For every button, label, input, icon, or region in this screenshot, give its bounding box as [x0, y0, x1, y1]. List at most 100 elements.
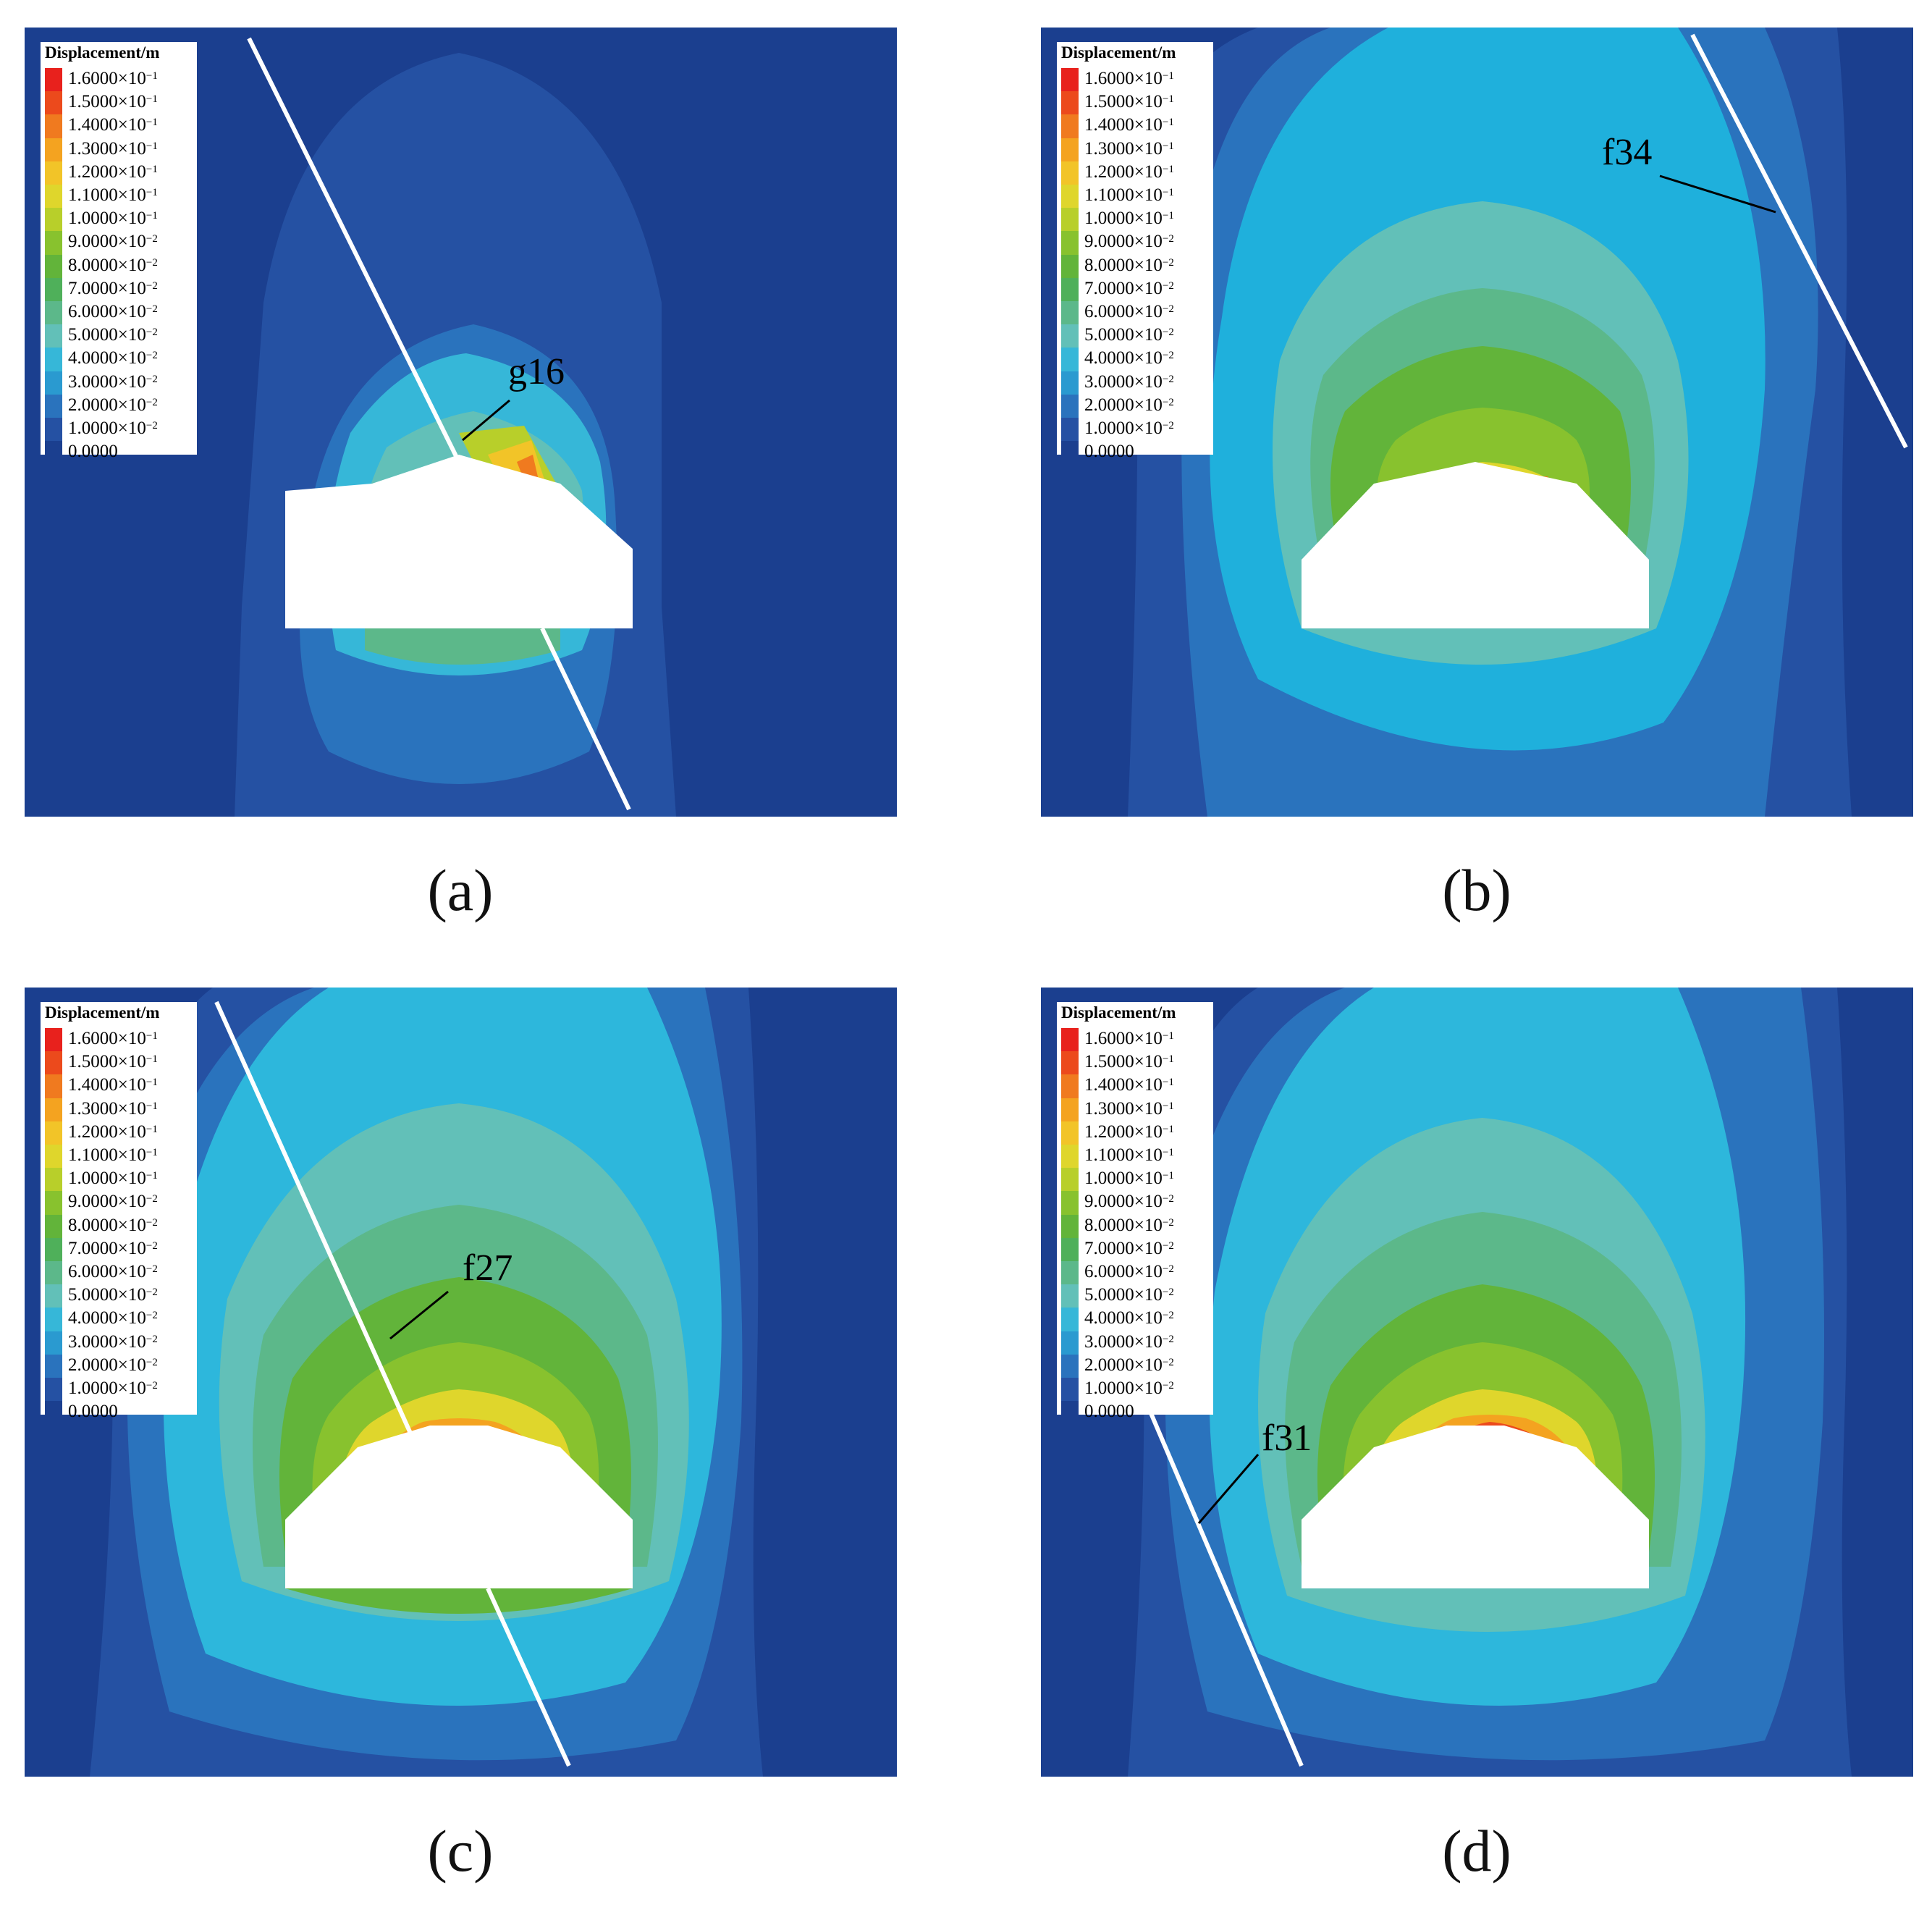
legend-swatch [1061, 1168, 1079, 1192]
legend-mantissa: 1.5000×10 [1084, 92, 1163, 112]
legend-mantissa: 1.6000×10 [1084, 1029, 1163, 1048]
legend-exponent: −1 [1162, 1077, 1174, 1089]
legend-level-label: 8.0000×10−2 [1084, 256, 1174, 274]
legend-level-label: 1.2000×10−1 [1084, 1123, 1174, 1141]
legend-level-label: 1.4000×10−1 [68, 116, 158, 134]
legend-level-label: 1.2000×10−1 [68, 1123, 158, 1141]
legend-level-label: 1.2000×10−1 [68, 163, 158, 181]
legend-level-label: 1.2000×10−1 [1084, 163, 1174, 181]
legend-swatch [45, 114, 62, 139]
legend-level-label: 1.3000×10−1 [68, 1100, 158, 1118]
legend-mantissa: 8.0000×10 [1084, 1215, 1163, 1235]
legend-swatch [45, 1214, 62, 1239]
legend-level-label: 4.0000×10−2 [68, 1309, 158, 1327]
legend-level-label: 1.5000×10−1 [68, 93, 158, 111]
legend-exponent: −1 [1162, 1147, 1174, 1158]
legend-mantissa: 1.1000×10 [1084, 185, 1163, 205]
legend-mantissa: 1.1000×10 [1084, 1145, 1163, 1165]
legend-swatch [1061, 91, 1079, 116]
legend-mantissa: 7.0000×10 [1084, 278, 1163, 298]
legend-mantissa: 8.0000×10 [68, 1215, 146, 1235]
legend-mantissa: 1.6000×10 [1084, 69, 1163, 88]
legend-level-label: 8.0000×10−2 [68, 1216, 158, 1234]
legend-mantissa: 2.0000×10 [68, 1355, 146, 1375]
legend-exponent: −2 [1162, 1193, 1174, 1205]
legend-exponent: −2 [145, 327, 158, 339]
legend-swatch [1061, 1401, 1079, 1426]
legend-level-label: 9.0000×10−2 [68, 1192, 158, 1210]
legend-mantissa: 9.0000×10 [1084, 1192, 1163, 1212]
legend-level-label: 1.6000×10−1 [68, 1030, 158, 1048]
legend-mantissa: 3.0000×10 [68, 371, 146, 392]
legend-mantissa: 1.4000×10 [1084, 1075, 1163, 1095]
legend-level-label: 1.0000×10−1 [68, 1169, 158, 1187]
legend-exponent: −2 [145, 350, 158, 362]
legend-swatch [45, 161, 62, 185]
legend-exponent: −2 [145, 1310, 158, 1322]
legend-level-label: 1.5000×10−1 [1084, 93, 1174, 111]
legend-mantissa: 1.0000×10 [68, 209, 146, 229]
legend-swatch [45, 1284, 62, 1309]
legend-exponent: −2 [145, 279, 158, 292]
legend-mantissa: 6.0000×10 [1084, 302, 1163, 321]
legend-swatch [1061, 348, 1079, 372]
caption-b: (b) [1442, 857, 1511, 923]
legend-level-label: 3.0000×10−2 [68, 373, 158, 391]
legend-mantissa: 4.0000×10 [1084, 348, 1163, 369]
legend-level-label: 2.0000×10−2 [68, 1356, 158, 1374]
legend-level-label: 1.4000×10−1 [1084, 1076, 1174, 1094]
legend-exponent: −1 [145, 1077, 158, 1089]
legend-level-label: 3.0000×10−2 [68, 1333, 158, 1351]
legend-swatch [45, 254, 62, 279]
legend-mantissa: 9.0000×10 [68, 232, 146, 252]
legend-swatch [45, 277, 62, 302]
legend-exponent: −1 [145, 93, 158, 106]
legend-exponent: −2 [1162, 1380, 1174, 1391]
legend-exponent: −1 [145, 163, 158, 175]
legend-mantissa: 1.0000×10 [68, 1169, 146, 1189]
legend-level-label: 1.6000×10−1 [68, 70, 158, 88]
legend-title: Displacement/m [45, 1003, 160, 1022]
legend-mantissa: 5.0000×10 [1084, 325, 1163, 345]
legend-level-label: 5.0000×10−2 [1084, 1286, 1174, 1304]
legend-exponent: −2 [1162, 1239, 1174, 1252]
legend-swatch [1061, 231, 1079, 256]
legend-swatch [1061, 1191, 1079, 1216]
legend-swatch [45, 1051, 62, 1076]
legend-swatch [1061, 1098, 1079, 1122]
legend-level-label: 9.0000×10−2 [1084, 232, 1174, 250]
caption-d: (d) [1442, 1818, 1511, 1884]
legend-exponent: −1 [145, 140, 158, 152]
legend-level-label: 3.0000×10−2 [1084, 1333, 1174, 1351]
legend-swatch [45, 231, 62, 256]
legend-exponent: −1 [145, 1123, 158, 1135]
legend-exponent: −1 [1162, 1030, 1174, 1042]
legend-swatch [1061, 161, 1079, 185]
legend-exponent: −2 [1162, 303, 1174, 315]
legend-swatch [1061, 301, 1079, 326]
legend-swatch [45, 1237, 62, 1262]
legend-mantissa: 1.2000×10 [1084, 161, 1163, 182]
legend-level-label: 1.5000×10−1 [68, 1053, 158, 1071]
legend-swatch [45, 371, 62, 395]
legend-mantissa: 8.0000×10 [68, 255, 146, 275]
legend-mantissa: 3.0000×10 [68, 1331, 146, 1352]
displacement-field-d [1041, 988, 1913, 1777]
legend-level-label: 4.0000×10−2 [68, 349, 158, 367]
legend-exponent: −2 [145, 1380, 158, 1391]
legend-mantissa: 8.0000×10 [1084, 255, 1163, 275]
legend-mantissa: 2.0000×10 [1084, 1355, 1163, 1375]
legend-level-label: 0.0000 [68, 1402, 118, 1422]
legend-swatch [1061, 277, 1079, 302]
legend-level-label: 1.0000×10−2 [68, 1379, 158, 1397]
legend-mantissa: 1.0000×10 [68, 1378, 146, 1398]
legend-swatch [45, 1121, 62, 1145]
legend-exponent: −1 [1162, 1170, 1174, 1182]
legend-level-label: 1.3000×10−1 [1084, 1100, 1174, 1118]
legend-mantissa: 1.0000×10 [68, 418, 146, 438]
legend-exponent: −2 [1162, 327, 1174, 339]
legend-mantissa: 5.0000×10 [1084, 1285, 1163, 1305]
